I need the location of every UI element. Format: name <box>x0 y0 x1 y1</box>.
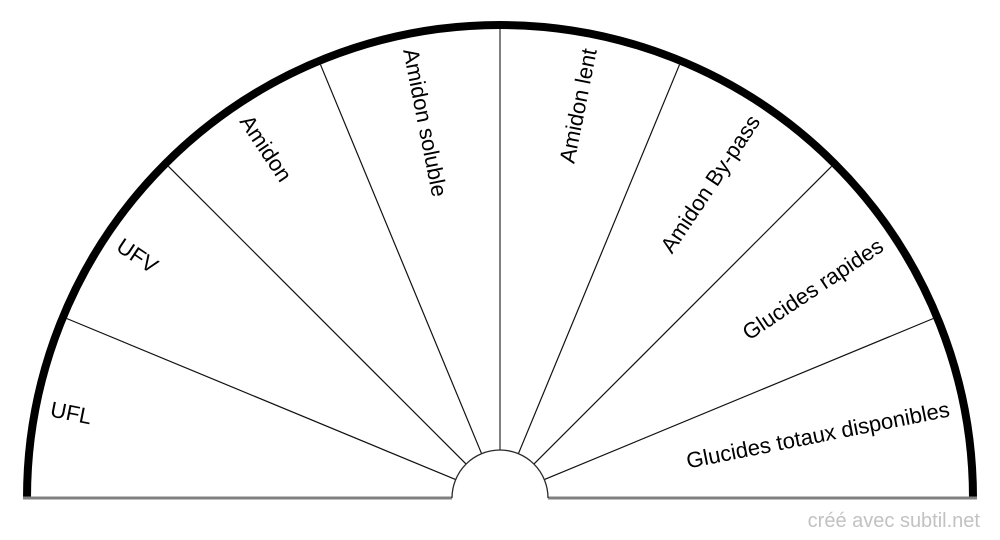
center-notch <box>451 449 549 499</box>
credit-text: créé avec subtil.net <box>808 510 981 532</box>
sector-divider-112 <box>319 64 483 454</box>
sector-dividers <box>66 64 934 481</box>
sector-divider-157 <box>66 317 456 481</box>
sector-divider-135 <box>167 165 467 465</box>
sector-divider-22 <box>544 317 934 481</box>
sector-divider-45 <box>533 165 833 465</box>
sector-divider-67 <box>517 64 681 454</box>
